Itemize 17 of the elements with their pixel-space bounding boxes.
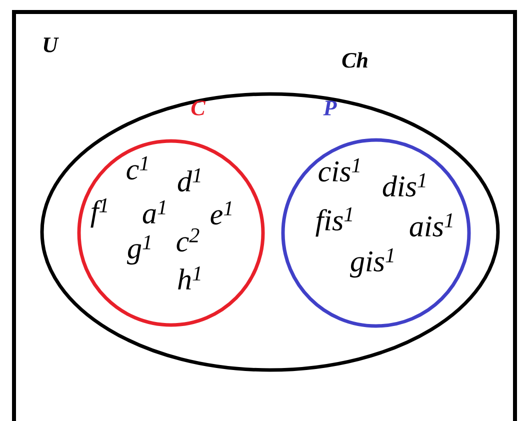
set-element: a$^{1}$ (142, 200, 166, 224)
set-label: U (44, 38, 59, 52)
set-element: ais$^{1}$ (410, 213, 452, 237)
set-element: g$^{1}$ (127, 235, 150, 265)
set-label: P (323, 100, 337, 116)
set-label: C (191, 100, 206, 116)
set-label: Ch (342, 52, 368, 68)
set-element: fis$^{1}$ (316, 207, 352, 237)
set-element: gis$^{1}$ (350, 248, 394, 278)
set-element: c$^{1}$ (126, 156, 148, 180)
set-element: d$^{1}$ (178, 168, 200, 192)
set-element: h$^{1}$ (178, 266, 200, 290)
set-element: c$^{2}$ (176, 228, 200, 252)
set-element: f$^{1}$ (90, 198, 107, 228)
set-element: cis$^{1}$ (318, 158, 360, 182)
set-element: e$^{1}$ (210, 201, 232, 225)
set-element: dis$^{1}$ (382, 173, 426, 197)
